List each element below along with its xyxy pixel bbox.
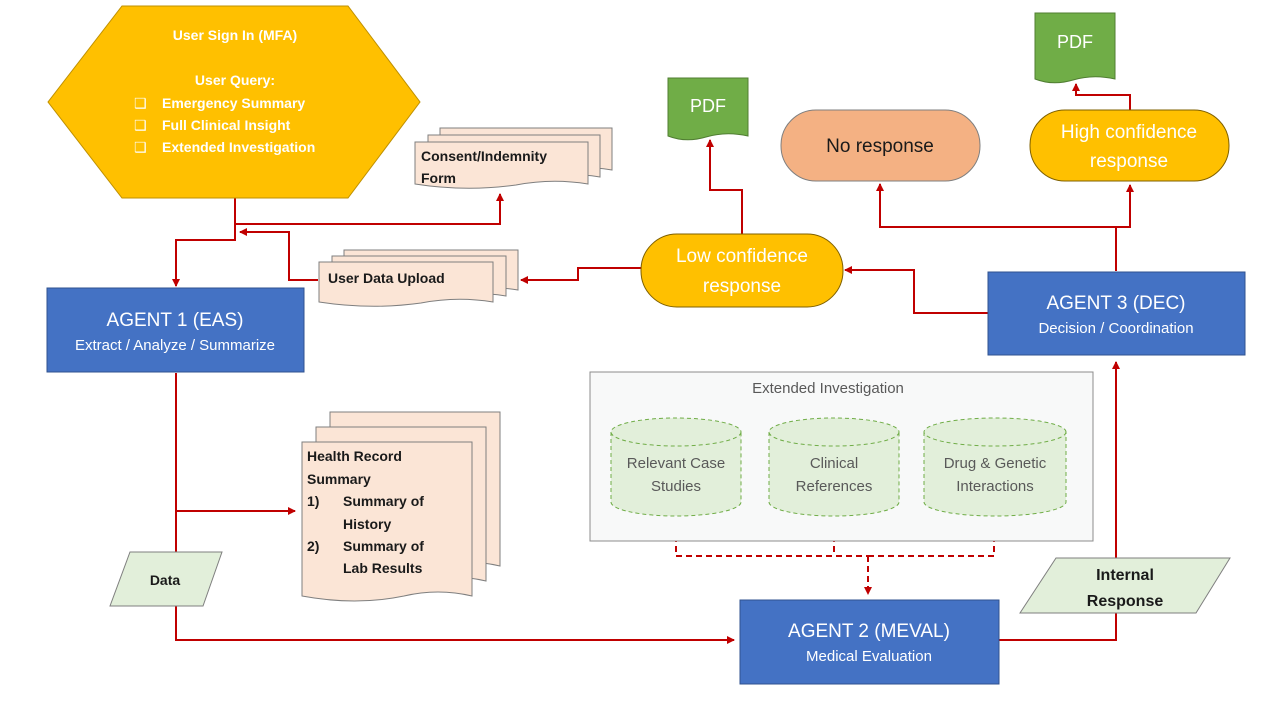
health-record-item1-line2: History (343, 516, 391, 532)
consent-form-label-line2: Form (421, 170, 456, 186)
agent2-subtitle: Medical Evaluation (806, 648, 932, 665)
arrow-low-confidence-to-upload (520, 267, 641, 284)
internal-response-line1: Internal (1096, 567, 1154, 584)
query-option-emergency-summary: Emergency Summary (162, 95, 305, 111)
internal-response-parallelogram: Internal Response (1019, 557, 1231, 614)
agent1-subtitle: Extract / Analyze / Summarize (75, 337, 275, 354)
database-case-studies: Relevant Case Studies (610, 417, 742, 517)
pdf-document-high: PDF (1034, 12, 1116, 84)
database-clinical-references-line1: Clinical (810, 455, 858, 472)
agent1-box: AGENT 1 (EAS) Extract / Analyze / Summar… (46, 287, 305, 373)
pdf-label: PDF (1057, 32, 1093, 52)
data-label: Data (150, 572, 181, 588)
arrow-agent3-to-no-response (876, 183, 1117, 271)
consent-form-document: Consent/Indemnity Form (414, 127, 613, 189)
agent1-title: AGENT 1 (EAS) (107, 310, 244, 331)
user-data-upload-document: User Data Upload (318, 249, 519, 307)
database-drug-genetic: Drug & Genetic Interactions (923, 417, 1067, 517)
high-confidence-response: High confidence response (1029, 109, 1230, 182)
arrow-upload-to-hexagon (239, 228, 318, 281)
query-option-extended-investigation: Extended Investigation (162, 139, 315, 155)
health-record-title-line2: Summary (307, 471, 371, 487)
agent2-box: AGENT 2 (MEVAL) Medical Evaluation (739, 599, 1000, 685)
arrow-hexagon-to-agent1 (172, 198, 236, 287)
arrow-low-confidence-to-pdf (706, 139, 743, 234)
internal-response-line2: Response (1087, 593, 1164, 610)
consent-form-label-line1: Consent/Indemnity (421, 148, 547, 164)
query-option-full-clinical-insight: Full Clinical Insight (162, 117, 291, 133)
checkbox-icon: ❑ (134, 117, 147, 133)
database-case-studies-line2: Studies (651, 478, 701, 495)
hexagon-query-heading: User Query: (195, 72, 275, 88)
database-clinical-references-line2: References (796, 478, 873, 495)
no-response-label: No response (826, 136, 934, 157)
low-confidence-line2: response (703, 276, 781, 297)
user-data-upload-label: User Data Upload (328, 270, 445, 286)
agent3-box: AGENT 3 (DEC) Decision / Coordination (987, 271, 1246, 356)
agent3-title: AGENT 3 (DEC) (1046, 293, 1185, 314)
extended-investigation-panel: Extended Investigation Relevant Case Stu… (589, 371, 1094, 542)
database-clinical-references: Clinical References (768, 417, 900, 517)
database-case-studies-line1: Relevant Case (627, 455, 725, 472)
pdf-document-low: PDF (667, 77, 749, 141)
data-parallelogram: Data (109, 551, 223, 607)
agent2-title: AGENT 2 (MEVAL) (788, 621, 950, 642)
health-record-item1-number: 1) (307, 493, 319, 509)
database-drug-genetic-line2: Interactions (956, 478, 1034, 495)
health-record-item2-line2: Lab Results (343, 560, 423, 576)
arrow-hexagon-to-consent (235, 193, 504, 225)
arrow-agent2-to-agent3 (999, 361, 1120, 641)
no-response: No response (780, 109, 981, 182)
high-confidence-line1: High confidence (1061, 122, 1197, 143)
hexagon-title: User Sign In (MFA) (173, 27, 297, 43)
health-record-item2-number: 2) (307, 538, 319, 554)
arrow-agent3-to-high-confidence (1116, 184, 1134, 228)
database-drug-genetic-line1: Drug & Genetic (944, 455, 1047, 472)
checkbox-icon: ❑ (134, 139, 147, 155)
pdf-label: PDF (690, 96, 726, 116)
health-record-item2-line1: Summary of (343, 538, 424, 554)
extended-investigation-title: Extended Investigation (752, 380, 904, 397)
agent3-subtitle: Decision / Coordination (1038, 320, 1193, 337)
user-sign-in-hexagon: User Sign In (MFA) User Query: ❑ Emergen… (47, 5, 421, 199)
arrow-agent1-to-agent2 (175, 373, 735, 644)
health-record-title-line1: Health Record (307, 448, 402, 464)
low-confidence-response: Low confidence response (640, 233, 844, 308)
low-confidence-line1: Low confidence (676, 246, 808, 267)
checkbox-icon: ❑ (134, 95, 147, 111)
arrow-high-confidence-to-pdf (1072, 83, 1131, 110)
health-record-summary-document: Health Record Summary 1) Summary of Hist… (301, 411, 501, 602)
arrow-agent3-to-low-confidence (844, 266, 988, 314)
health-record-item1-line1: Summary of (343, 493, 424, 509)
high-confidence-line2: response (1090, 151, 1168, 172)
